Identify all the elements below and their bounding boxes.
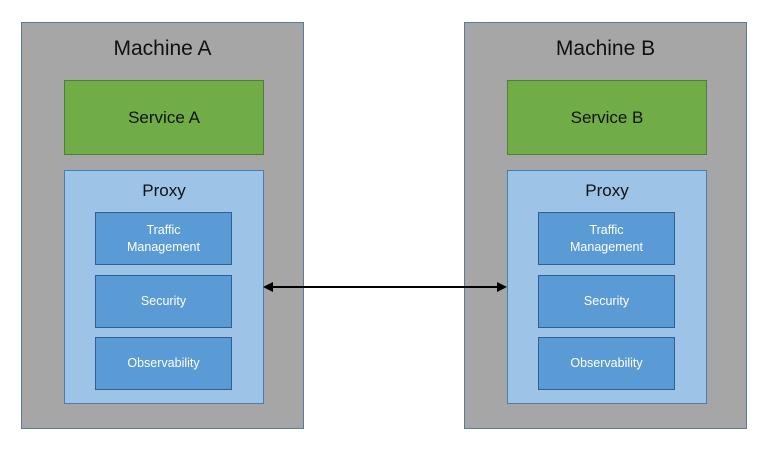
proxy-b-title: Proxy	[585, 181, 629, 200]
service-a-box: Service A	[64, 80, 264, 155]
proxy-a-security: Security	[95, 275, 232, 328]
proxy-a-title: Proxy	[142, 181, 186, 200]
proxy-a-box: Proxy Traffic Management Security Observ…	[64, 170, 264, 404]
machine-b-title: Machine B	[555, 37, 656, 60]
machine-b-box: Machine B Service B Proxy Traffic Manage…	[464, 22, 747, 429]
connector-arrowhead-left	[263, 282, 273, 292]
connector-arrowhead-right	[497, 282, 507, 292]
proxy-b-traffic-management: Traffic Management	[538, 212, 675, 265]
service-b-box: Service B	[507, 80, 707, 155]
machine-a-box: Machine A Service A Proxy Traffic Manage…	[21, 22, 304, 429]
machine-a-title: Machine A	[113, 37, 212, 60]
proxy-a-traffic-management: Traffic Management	[95, 212, 232, 265]
proxy-b-observability: Observability	[538, 337, 675, 390]
proxy-b-security: Security	[538, 275, 675, 328]
proxy-a-observability: Observability	[95, 337, 232, 390]
proxy-b-box: Proxy Traffic Management Security Observ…	[507, 170, 707, 404]
